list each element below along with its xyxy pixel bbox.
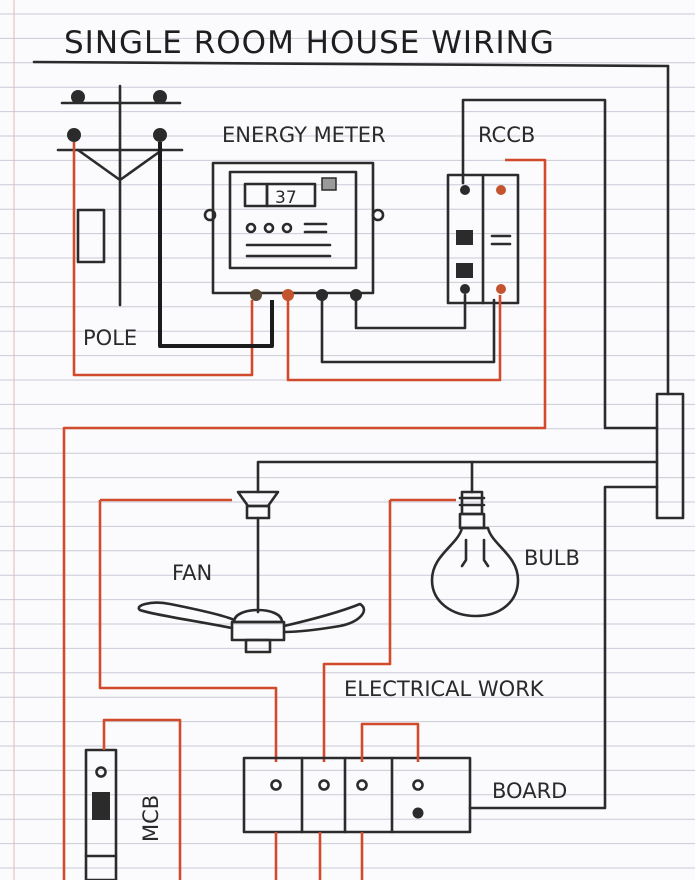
pole-transformer-box bbox=[76, 208, 106, 264]
wire-meter-rccb-neutral bbox=[320, 298, 496, 364]
junction-box bbox=[655, 392, 685, 520]
rccb-label: RCCB bbox=[478, 123, 535, 147]
diagram-title: SINGLE ROOM HOUSE WIRING bbox=[64, 25, 555, 61]
meter-reading: 37 bbox=[275, 188, 297, 208]
board-label: BOARD bbox=[492, 779, 567, 803]
wire-pole-phase bbox=[72, 142, 254, 377]
pole-insulator-right bbox=[153, 128, 167, 142]
wire-meter-rccb-earth bbox=[354, 293, 467, 330]
title-underline bbox=[32, 60, 670, 68]
wire-fan-switch bbox=[98, 500, 278, 762]
bulb-label: BULB bbox=[524, 546, 580, 570]
wire-board-socket-loop bbox=[360, 722, 420, 762]
fan-label: FAN bbox=[172, 561, 212, 585]
wire-bulb-switch bbox=[322, 500, 392, 762]
pole-label: POLE bbox=[83, 326, 137, 350]
utility-pole bbox=[56, 84, 184, 307]
pole-insulator-left bbox=[67, 128, 81, 142]
wire-pole-neutral bbox=[158, 142, 274, 348]
mcb-label: MCB bbox=[139, 795, 163, 842]
energy-meter: 37 bbox=[203, 161, 385, 301]
pole-insulator-top-right bbox=[153, 90, 167, 104]
wire-rccb-phase-out bbox=[62, 158, 547, 880]
wire-neutral-fan bbox=[256, 460, 659, 494]
pole-insulator-top-left bbox=[71, 90, 85, 104]
wire-rccb-neutral-out bbox=[461, 98, 659, 430]
ceiling-fan bbox=[137, 490, 366, 654]
meter-display bbox=[265, 182, 317, 208]
electrical-work-label: ELECTRICAL WORK bbox=[344, 677, 545, 701]
mcb bbox=[84, 748, 118, 880]
energy-meter-label: ENERGY METER bbox=[222, 123, 386, 147]
rccb bbox=[446, 173, 520, 305]
wire-meter-rccb-phase bbox=[286, 295, 502, 382]
light-bulb bbox=[430, 490, 520, 618]
wire-mcb-phase bbox=[102, 718, 182, 880]
switch-board bbox=[242, 756, 472, 834]
wire-neutral-board bbox=[468, 485, 659, 810]
